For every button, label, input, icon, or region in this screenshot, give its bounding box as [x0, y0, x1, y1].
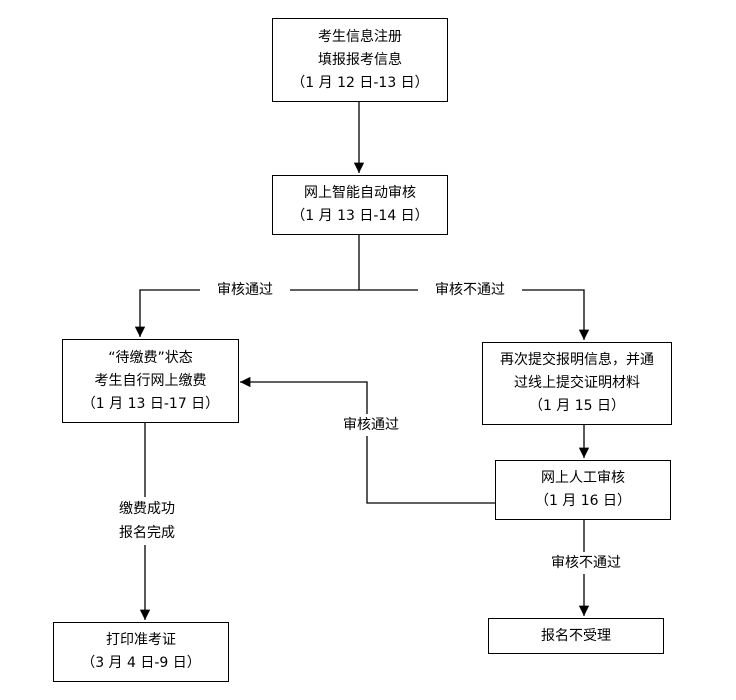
- node-pending-payment-line-3: （1 月 13 日-17 日）: [81, 395, 220, 412]
- node-rejected: 报名不受理: [488, 618, 664, 654]
- edge-label-manual-fail: 审核不通过: [534, 552, 638, 574]
- edge-label-payment-done-line-2: 报名完成: [119, 525, 175, 541]
- node-manual-review-line-2: （1 月 16 日）: [534, 493, 632, 509]
- node-register-line-2: 填报报考信息: [318, 51, 402, 68]
- node-auto-review-line-2: （1 月 13 日-14 日）: [291, 208, 429, 224]
- node-print-ticket-line-2: （3 月 4 日-9 日）: [81, 655, 201, 671]
- edge-label-auto-fail: 审核不通过: [418, 279, 522, 301]
- node-pending-payment-line-1: “待缴费”状态: [108, 349, 193, 366]
- node-register: 考生信息注册 填报报考信息 （1 月 12 日-13 日）: [272, 18, 448, 102]
- edge-label-payment-done: 缴费成功 报名完成: [100, 497, 194, 545]
- edge-label-auto-pass: 审核通过: [200, 279, 290, 301]
- node-pending-payment: “待缴费”状态 考生自行网上缴费 （1 月 13 日-17 日）: [62, 339, 239, 423]
- node-rejected-line-1: 报名不受理: [541, 627, 611, 644]
- node-auto-review-line-1: 网上智能自动审核: [304, 185, 416, 201]
- node-manual-review-line-1: 网上人工审核: [541, 470, 625, 486]
- node-resubmit-line-3: （1 月 15 日）: [528, 398, 626, 414]
- node-pending-payment-line-2: 考生自行网上缴费: [94, 372, 207, 389]
- node-resubmit-line-1: 再次提交报明信息，并通: [500, 352, 654, 368]
- arrow-manual-review-to-pending-payment: [240, 376, 495, 504]
- node-print-ticket: 打印准考证 （3 月 4 日-9 日）: [53, 622, 229, 682]
- node-resubmit-line-2: 过线上提交证明材料: [514, 375, 640, 391]
- node-register-line-1: 考生信息注册: [318, 28, 402, 45]
- edge-label-payment-done-line-1: 缴费成功: [119, 501, 175, 517]
- node-register-line-3: （1 月 12 日-13 日）: [291, 74, 429, 91]
- node-manual-review: 网上人工审核 （1 月 16 日）: [495, 460, 671, 520]
- node-resubmit: 再次提交报明信息，并通 过线上提交证明材料 （1 月 15 日）: [482, 342, 672, 425]
- node-print-ticket-line-1: 打印准考证: [106, 632, 176, 648]
- edge-label-manual-pass: 审核通过: [327, 414, 415, 436]
- node-auto-review: 网上智能自动审核 （1 月 13 日-14 日）: [272, 175, 448, 235]
